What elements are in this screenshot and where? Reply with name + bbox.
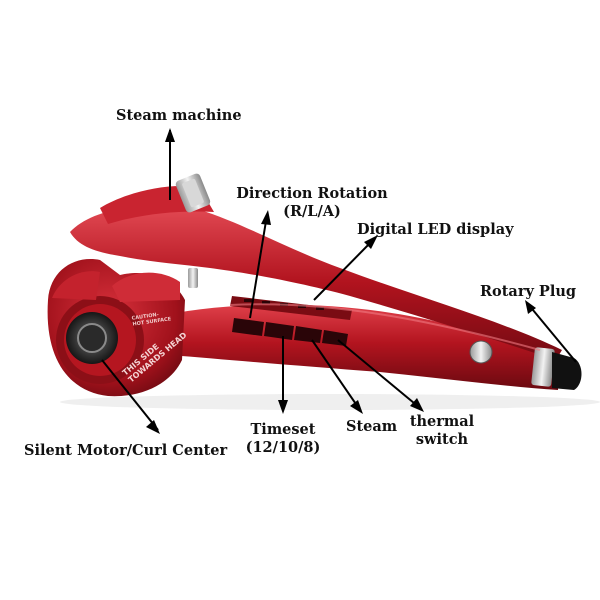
label-steam: Steam <box>346 418 398 435</box>
label-timeset-line2: (12/10/8) <box>245 439 321 456</box>
floor-shadow <box>60 394 600 410</box>
label-silent-motor: Silent Motor/Curl Center <box>24 442 228 459</box>
label-direction-rotation: Direction Rotation (R/L/A) <box>232 185 392 221</box>
label-timeset-line1: Timeset <box>250 421 316 438</box>
label-direction-rotation-line1: Direction Rotation <box>236 185 388 202</box>
label-thermal-line1: thermal <box>409 413 475 430</box>
label-thermal-line2: switch <box>415 431 469 448</box>
upper-arm <box>70 205 562 360</box>
pointer-arrows <box>101 128 577 434</box>
label-steam-machine: Steam machine <box>116 107 242 124</box>
label-digital-led: Digital LED display <box>357 221 514 238</box>
led-display <box>230 296 352 320</box>
label-timeset: Timeset (12/10/8) <box>238 421 328 457</box>
metal-collar <box>531 347 555 387</box>
rotary-plug <box>552 352 582 390</box>
handle-body <box>150 304 560 390</box>
steam-button <box>294 326 322 343</box>
control-buttons <box>232 318 348 346</box>
label-rotary-plug: Rotary Plug <box>480 283 577 300</box>
label-thermal-switch: thermal switch <box>402 413 482 449</box>
side-switch <box>469 340 493 364</box>
direction-button <box>232 318 264 336</box>
timeset-button <box>264 322 294 340</box>
label-direction-rotation-line2: (R/L/A) <box>283 203 341 220</box>
